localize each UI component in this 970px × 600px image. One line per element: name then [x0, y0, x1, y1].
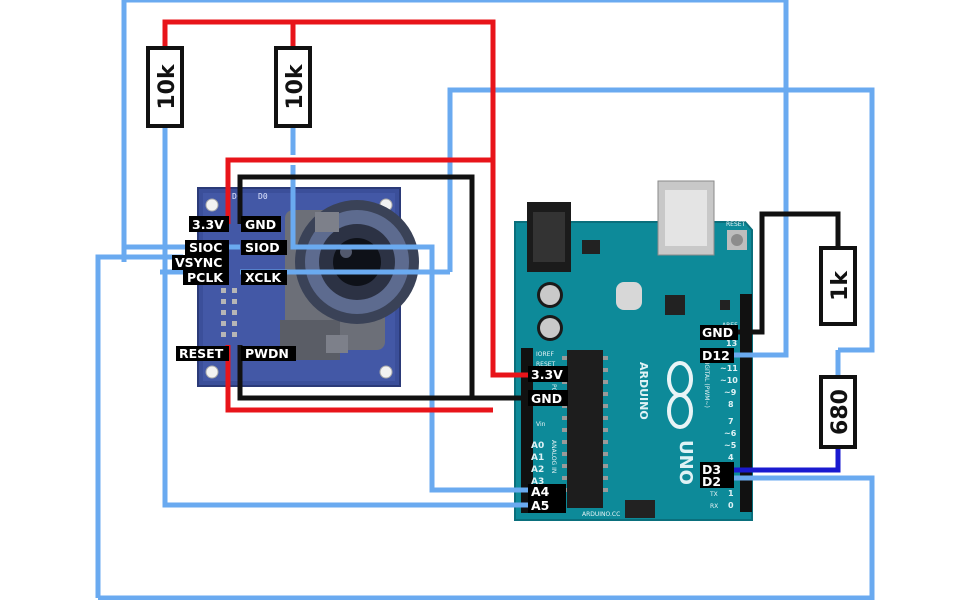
arduino-pin-labels: 3.3V GND A4 A5 GND D12 D3 D2: [528, 325, 738, 513]
camera-pin-siod: SIOD: [245, 240, 280, 255]
wire-r1-to-d12: [121, 0, 789, 490]
camera-pin-pclk: PCLK: [187, 270, 224, 285]
arduino-silk-d8: 8: [728, 400, 734, 409]
atmega-chip: [567, 350, 603, 508]
arduino-uno: RESET: [514, 180, 753, 521]
arduino-silk-rx: RX: [710, 503, 718, 510]
red-wires: [162, 19, 540, 413]
arduino-silk-a1: A1: [531, 453, 544, 463]
camera-pin-vsync: VSYNC: [175, 255, 222, 270]
power-analog-header: [521, 348, 533, 513]
arduino-silk-a3: A3: [531, 477, 544, 487]
wire-3v3-camera: [225, 157, 493, 224]
camera-pin-xclk: XCLK: [245, 270, 282, 285]
resistor-10k-2: 10k: [274, 46, 312, 128]
arduino-silk-d13: 13: [726, 339, 737, 348]
arduino-silk-analog: ANALOG IN: [550, 440, 557, 473]
wire-gnd-1k: [730, 211, 841, 335]
wire-a4: [162, 490, 540, 508]
wire-d3-680: [730, 447, 841, 473]
resistor-680-label: 680: [828, 389, 853, 435]
camera-pin-sioc: SIOC: [189, 240, 222, 255]
camera-pin-reset: RESET: [179, 346, 224, 361]
arduino-silk-d1: 1: [728, 489, 734, 498]
arduino-silk-uno: UNO: [675, 440, 696, 485]
arduino-pin-d2: D2: [702, 474, 721, 489]
arduino-pin-a5: A5: [531, 498, 549, 513]
camera-pin-3v3: 3.3V: [192, 217, 224, 232]
wire-gnd-camera: [237, 174, 540, 401]
camera-pin-labels: 3.3V GND SIOC SIOD VSYNC PCLK XCLK RESET…: [172, 216, 296, 361]
arduino-silk-d9: ~9: [724, 388, 737, 397]
camera-silk-d2: D0: [258, 192, 268, 201]
arduino-silk-a2: A2: [531, 465, 544, 475]
arduino-pin-a4: A4: [531, 484, 550, 499]
resistor-1k-label: 1k: [828, 270, 853, 301]
arduino-silk-ioref: IOREF: [536, 351, 554, 358]
wire-vsync: [95, 254, 875, 600]
arduino-silk-site: ARDUINO.CC: [582, 511, 620, 518]
arduino-pin-gnd-left: GND: [531, 391, 562, 406]
digital-header: [740, 294, 752, 512]
arduino-silk-d7: 7: [728, 417, 734, 426]
arduino-silk-d6: ~6: [724, 429, 737, 438]
resistor-10k-1-label: 10k: [155, 63, 180, 110]
camera-silk-d0: D0: [232, 192, 242, 201]
wire-pwdn-gnd: [237, 345, 472, 401]
arduino-pin-3v3: 3.3V: [531, 367, 563, 382]
resistor-680: 680: [819, 375, 857, 449]
camera-pin-pwdn: PWDN: [245, 346, 289, 361]
arduino-silk-a0: A0: [531, 441, 544, 451]
arduino-silk-d0: 0: [728, 501, 734, 510]
arduino-silk-reset2: RESET: [536, 361, 556, 368]
wire-reset-pullup: [225, 345, 493, 413]
black-wires: [237, 174, 841, 401]
arduino-silk-vin: Vin: [536, 421, 546, 428]
arduino-silk-brand: ARDUINO: [637, 362, 650, 420]
arduino-pin-gnd-right: GND: [702, 325, 733, 340]
arduino-silk-d11: ~11: [720, 364, 738, 373]
arduino-logo-icon: [667, 361, 693, 429]
arduino-silk-d10: ~10: [720, 376, 738, 385]
wire-pclk-loop: [160, 87, 875, 353]
arduino-silk-d5: ~5: [724, 441, 737, 450]
blue-wires: [95, 0, 875, 600]
resistor-10k-1: 10k: [146, 46, 184, 128]
wire-siod-to-a5: [290, 126, 540, 493]
arduino-pin-d12: D12: [702, 348, 730, 363]
camera-pin-gnd: GND: [245, 217, 276, 232]
wire-3v3-pullup: [162, 19, 540, 378]
arduino-pin-d3: D3: [702, 462, 721, 477]
arduino-silk-reset: RESET: [726, 221, 746, 228]
resistor-1k: 1k: [819, 246, 857, 326]
resistor-10k-2-label: 10k: [283, 63, 308, 110]
camera-module: D0 D0: [197, 187, 419, 387]
arduino-silk-d4: 4: [728, 453, 734, 462]
arduino-silk-tx: TX: [709, 491, 718, 498]
arduino-silk-digital: DIGITAL (PWM~): [703, 358, 710, 408]
